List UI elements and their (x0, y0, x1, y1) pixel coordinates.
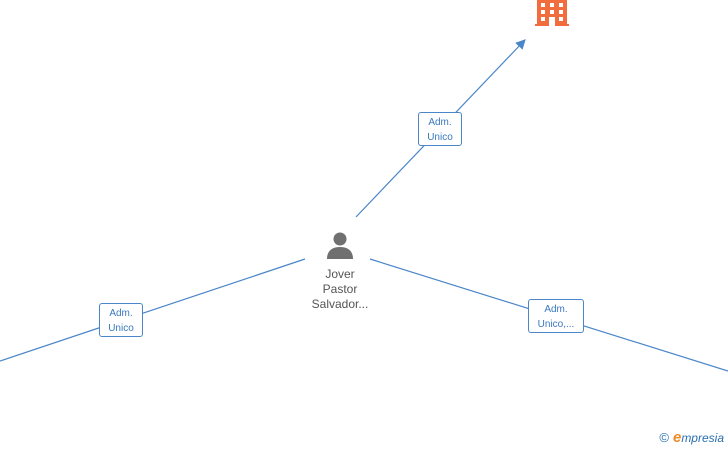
edge-label-line: Unico,... (537, 319, 575, 330)
edge-label-line: Unico (108, 323, 134, 334)
person-node[interactable]: Jover Pastor Salvador... (300, 230, 380, 312)
edge-label-line: Adm. (428, 117, 452, 128)
brand-initial: e (672, 429, 682, 446)
edge-label-line: Adm. (544, 304, 568, 315)
brand-logo: empresia (673, 429, 724, 446)
edge-label-line: Adm. (109, 308, 133, 319)
edge-label-line: Unico (427, 132, 453, 143)
edge-label-left[interactable]: Adm. Unico (99, 303, 143, 337)
brand-rest: mpresia (681, 431, 724, 445)
edge-line-left[interactable] (0, 258, 306, 362)
copyright-symbol: © (659, 430, 669, 445)
watermark: © empresia (659, 429, 724, 446)
person-name-line: Jover (325, 267, 355, 281)
edge-label-right[interactable]: Adm. Unico,... (528, 299, 584, 333)
person-name: Jover Pastor Salvador... (300, 267, 380, 312)
person-icon (327, 232, 353, 259)
person-name-line: Pastor (322, 282, 358, 296)
company-node[interactable] (535, 0, 569, 26)
building-icon (535, 0, 569, 26)
edge-label-company[interactable]: Adm. Unico (418, 112, 462, 146)
person-name-line: Salvador... (311, 297, 369, 311)
